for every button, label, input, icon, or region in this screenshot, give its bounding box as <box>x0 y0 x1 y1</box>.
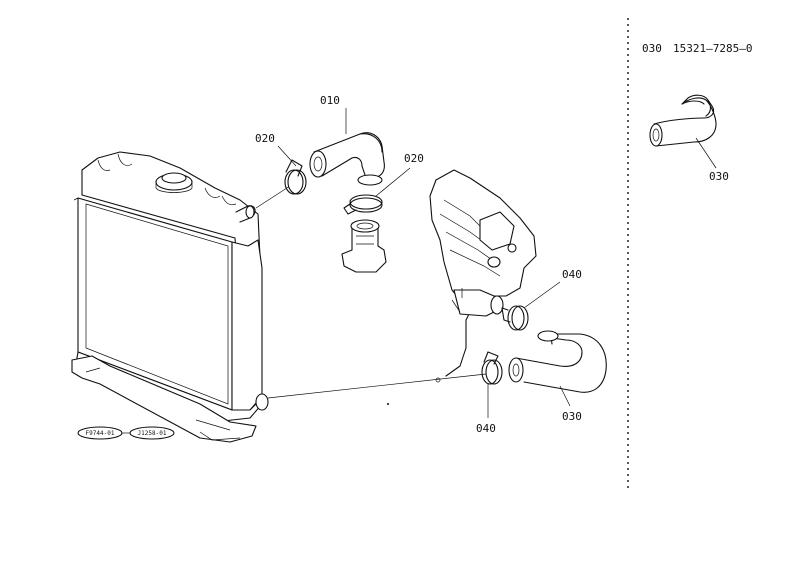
inset-hose-label: 030 <box>709 170 729 183</box>
radiator <box>71 151 269 443</box>
ref-badge-right <box>129 426 175 440</box>
upper-hose <box>309 108 385 186</box>
inset-part-code: 15321—7285—0 <box>673 42 752 55</box>
lower-left-clamp <box>481 351 503 418</box>
label-040-right: 040 <box>562 268 582 281</box>
label-040-left: 040 <box>476 422 496 435</box>
ref-badge-left-text: F9744-01 <box>86 430 115 437</box>
label-030-main: 030 <box>562 410 582 423</box>
reference-badges: F9744-01 J1258-01 <box>77 426 175 440</box>
label-010: 010 <box>320 94 340 107</box>
upper-right-clamp <box>343 167 411 215</box>
thermostat-housing <box>341 219 387 273</box>
engine-block <box>429 169 537 383</box>
inset-part-number: 030 <box>642 42 662 55</box>
lower-hose <box>508 330 607 407</box>
leader-upper <box>255 185 291 209</box>
inset-hose <box>649 94 717 169</box>
leader-lower <box>267 373 487 399</box>
upper-left-clamp <box>277 145 307 195</box>
label-020-left: 020 <box>255 132 275 145</box>
ref-badge-right-text: J1258-01 <box>138 430 167 437</box>
lower-right-clamp <box>501 281 561 331</box>
label-020-right: 020 <box>404 152 424 165</box>
